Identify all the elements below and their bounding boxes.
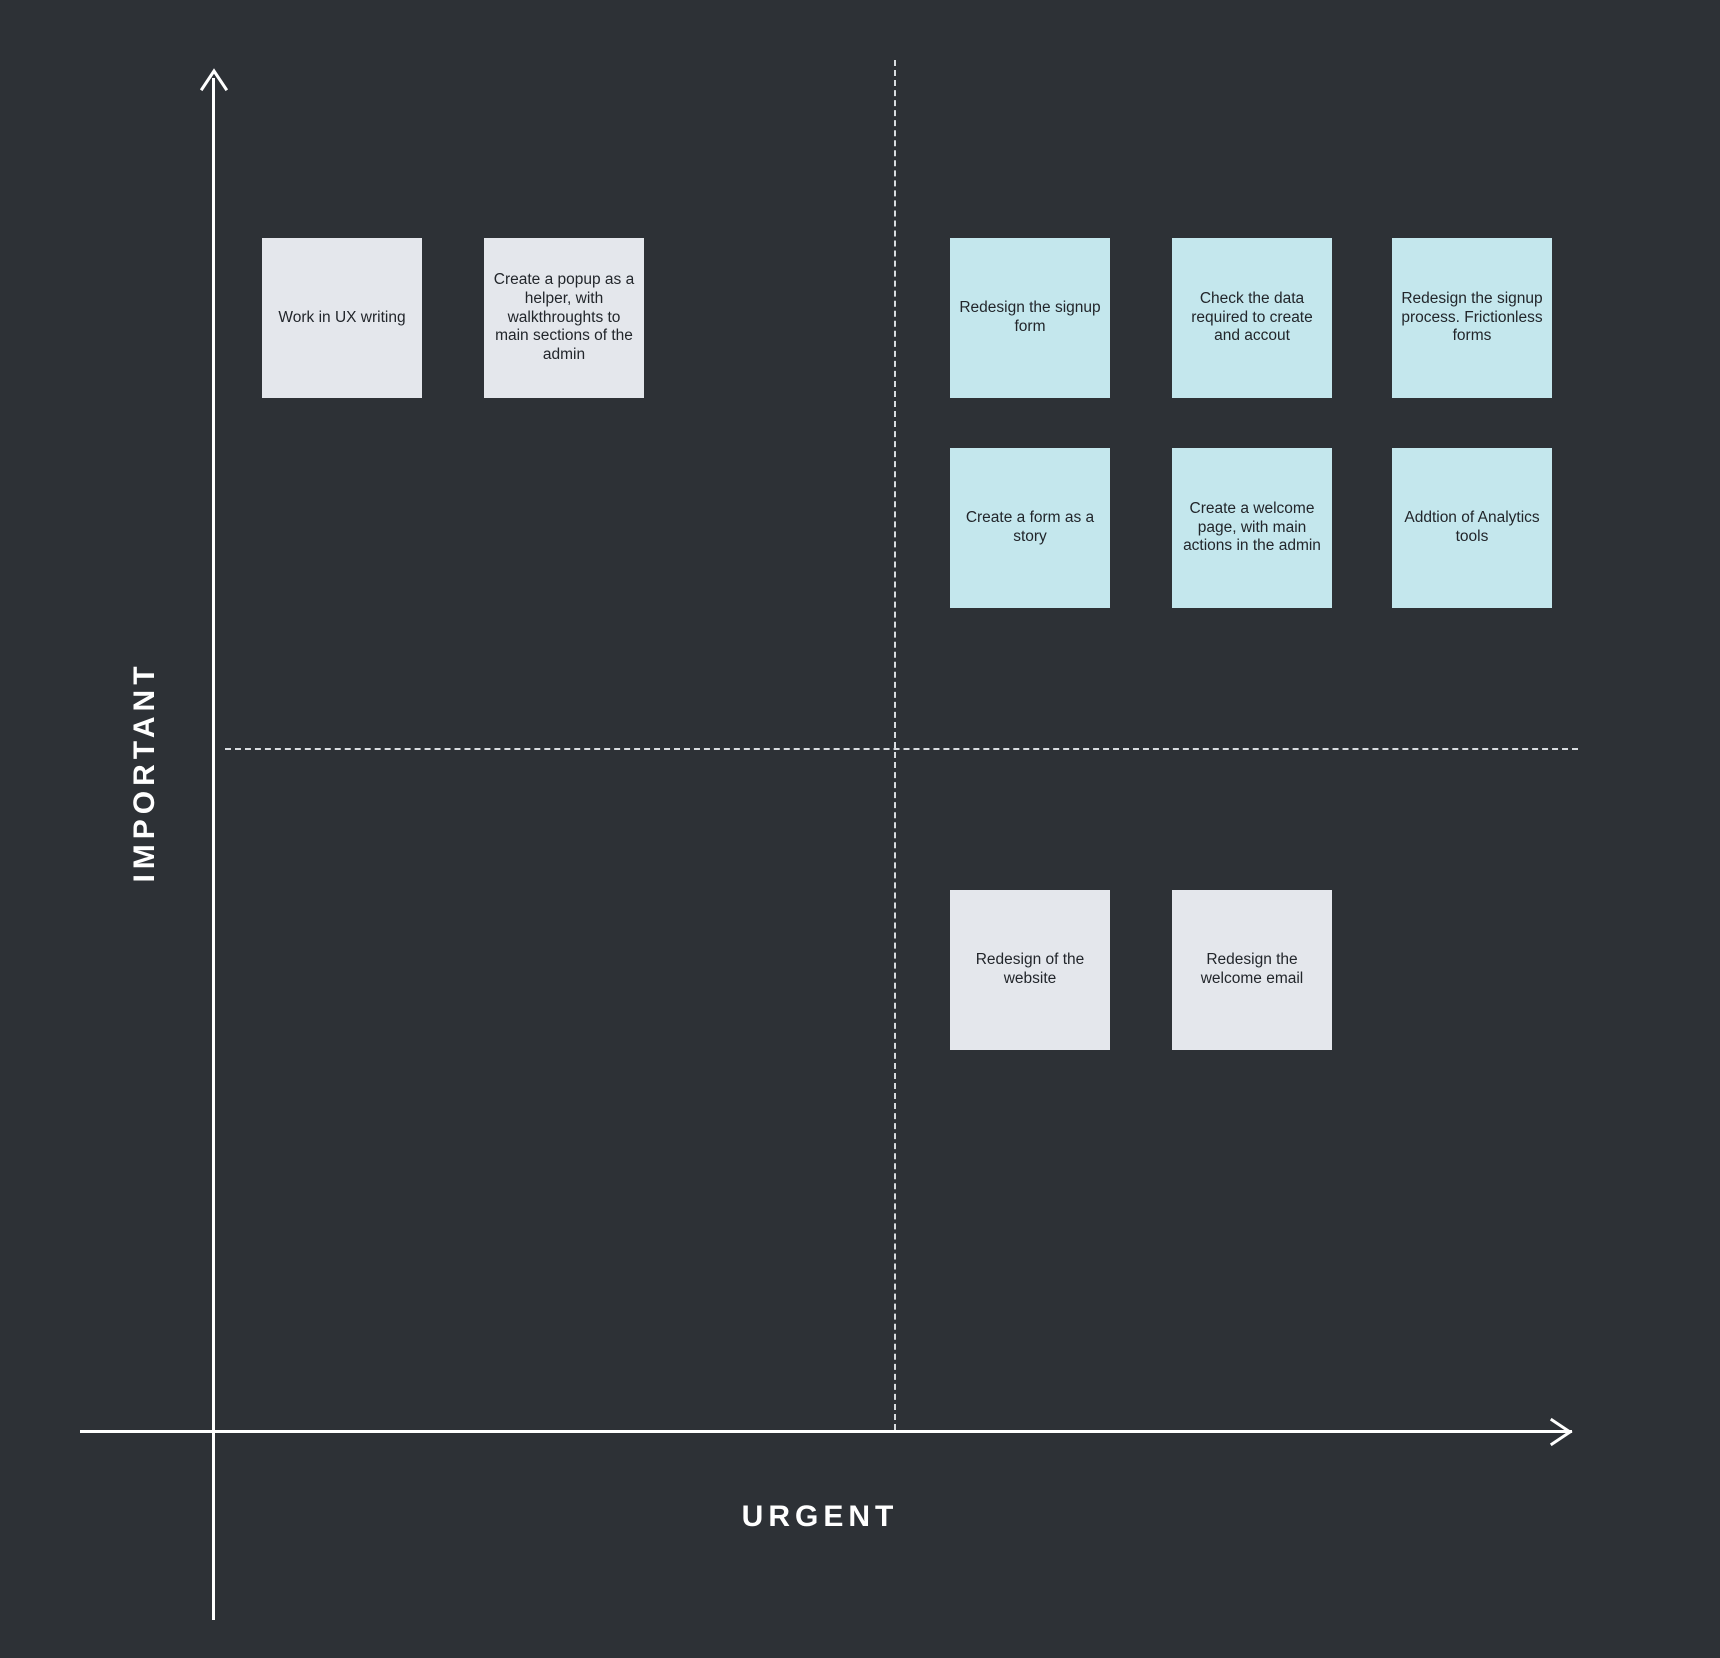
matrix-card-label: Create a form as a story <box>965 509 1095 545</box>
x-axis-label: URGENT <box>741 1500 899 1533</box>
matrix-card-label: Redesign the signup form <box>959 299 1101 335</box>
matrix-card[interactable]: Redesign the welcome email <box>1172 890 1332 1050</box>
matrix-card[interactable]: Redesign the signup form <box>950 238 1110 398</box>
quadrant-divider-vertical <box>894 60 896 1430</box>
matrix-card-label: Addtion of Analytics tools <box>1404 509 1540 545</box>
matrix-card-label: Redesign the welcome email <box>1200 951 1304 987</box>
y-axis-line <box>212 78 215 1620</box>
matrix-card-label: Create a popup as a helper, with walkthr… <box>493 270 635 364</box>
matrix-card[interactable]: Create a popup as a helper, with walkthr… <box>484 238 644 398</box>
matrix-card[interactable]: Redesign the signup process. Frictionles… <box>1392 238 1552 398</box>
x-axis-arrow-icon <box>1542 1414 1578 1450</box>
y-axis-arrow-icon <box>196 63 232 99</box>
matrix-card[interactable]: Create a welcome page, with main actions… <box>1172 448 1332 608</box>
matrix-card[interactable]: Addtion of Analytics tools <box>1392 448 1552 608</box>
y-axis-label: IMPORTANT <box>128 661 161 883</box>
x-axis-line <box>80 1430 1572 1433</box>
matrix-card[interactable]: Redesign of the website <box>950 890 1110 1050</box>
matrix-card-label: Create a welcome page, with main actions… <box>1183 499 1321 555</box>
matrix-card-label: Redesign the signup process. Frictionles… <box>1401 289 1543 345</box>
matrix-card-label: Check the data required to create and ac… <box>1191 289 1313 345</box>
matrix-card[interactable]: Create a form as a story <box>950 448 1110 608</box>
matrix-card[interactable]: Work in UX writing <box>262 238 422 398</box>
matrix-card[interactable]: Check the data required to create and ac… <box>1172 238 1332 398</box>
matrix-card-label: Redesign of the website <box>975 951 1085 987</box>
matrix-card-label: Work in UX writing <box>278 308 406 326</box>
quadrant-divider-horizontal <box>225 748 1578 750</box>
